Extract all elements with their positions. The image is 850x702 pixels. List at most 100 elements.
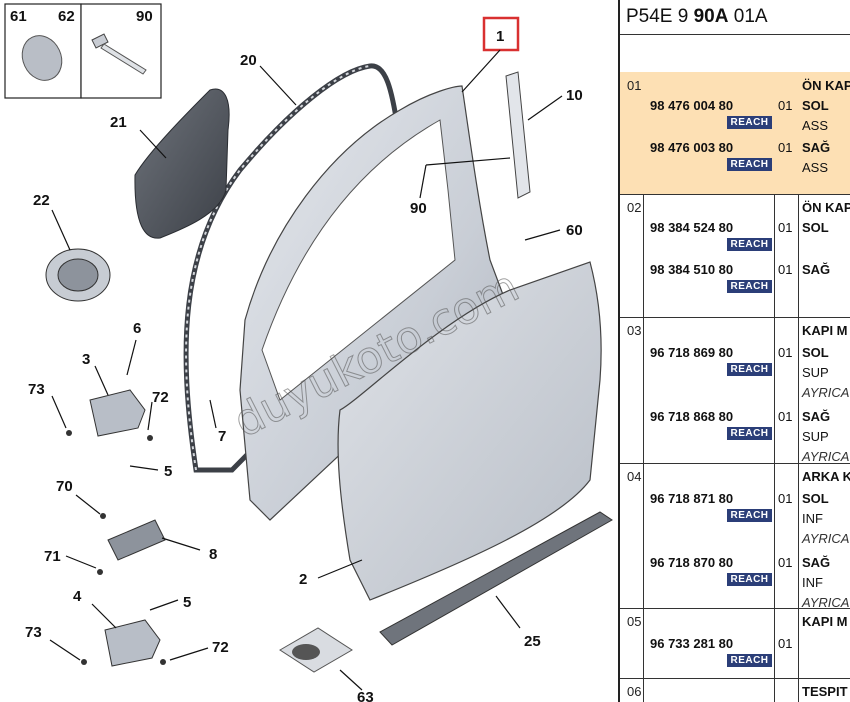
callout-2: 2 — [299, 571, 307, 588]
parts-list-panel: P54E 9 90A 01A 01 ÖN KAP 98 476 004 80 REAC… — [618, 0, 850, 702]
group-title: ÖN KAP — [802, 200, 850, 215]
hinge-upper-3 — [66, 389, 153, 441]
callout-62: 62 — [58, 8, 75, 25]
side-label: SAĞ — [802, 555, 831, 570]
note-label: AYRICA — [802, 595, 850, 610]
variant-label: INF — [802, 511, 823, 526]
callout-25: 25 — [524, 633, 541, 650]
callout-6: 6 — [133, 320, 141, 337]
catalog-code: P54E 9 90A 01A — [620, 0, 850, 35]
part-number[interactable]: 96 733 281 80 — [650, 636, 734, 651]
variant-label: ASS — [802, 160, 829, 175]
quantity: 01 — [778, 262, 793, 277]
reach-badge: REACH — [727, 116, 772, 129]
column-divider — [798, 72, 799, 702]
callout-90: 90 — [136, 8, 153, 25]
parts-group-row[interactable]: 05 KAPI M 96 733 281 80 REACH 01 — [620, 608, 850, 679]
outer-door-skin-2 — [337, 261, 602, 601]
side-label: SOL — [802, 98, 829, 113]
callout-21: 21 — [110, 114, 127, 131]
group-title: TESPIT — [802, 684, 848, 699]
callout-73: 73 — [28, 381, 45, 398]
group-title: KAPI M — [802, 323, 848, 338]
parts-group-row[interactable]: 04 ARKA K 96 718 871 80 REACH 01 SOL INF AYRICA… — [620, 463, 850, 610]
variant-label: SUP — [802, 429, 829, 444]
quantity: 01 — [778, 140, 793, 155]
side-label: SAĞ — [802, 140, 831, 155]
reach-badge: REACH — [727, 280, 772, 293]
group-title: ARKA K — [802, 469, 850, 484]
inner-trim-panel-21 — [134, 88, 230, 239]
callout-72b: 72 — [212, 639, 229, 656]
callout-90b: 90 — [410, 200, 427, 217]
inset-box-61-62 — [4, 3, 82, 99]
part-number[interactable]: 96 718 869 80 — [650, 345, 734, 360]
callout-1[interactable]: 1 — [496, 28, 504, 45]
column-divider — [643, 72, 644, 702]
part-number[interactable]: 98 384 524 80 — [650, 220, 734, 235]
door-check-strap-8 — [97, 513, 166, 575]
part-number[interactable]: 96 718 868 80 — [650, 409, 734, 424]
side-label: SAĞ — [802, 262, 831, 277]
callout-70: 70 — [56, 478, 73, 495]
note-label: AYRICA — [802, 385, 850, 400]
moulding-25 — [379, 511, 613, 646]
reach-badge: REACH — [727, 238, 772, 251]
part-22-ring — [45, 248, 111, 302]
exploded-parts-diagram: 61 62 90 1 10 20 21 22 60 90 6 3 73 72 7… — [4, 0, 619, 702]
part-number[interactable]: 98 384 510 80 — [650, 262, 734, 277]
callout-10: 10 — [566, 87, 583, 104]
panel-subheader — [620, 35, 850, 74]
part-number[interactable]: 98 476 004 80 — [650, 98, 734, 113]
quantity: 01 — [778, 555, 793, 570]
side-label: SOL — [802, 345, 829, 360]
part-number[interactable]: 96 718 870 80 — [650, 555, 734, 570]
part-number[interactable]: 98 476 003 80 — [650, 140, 734, 155]
group-index: 01 — [627, 78, 642, 93]
side-label: SOL — [802, 491, 829, 506]
inset-box-90 — [80, 3, 162, 99]
variant-label: SUP — [802, 365, 829, 380]
callout-72: 72 — [152, 389, 169, 406]
variant-label: INF — [802, 575, 823, 590]
callout-60: 60 — [566, 222, 583, 239]
reach-badge: REACH — [727, 158, 772, 171]
group-index: 05 — [627, 614, 642, 629]
callout-7: 7 — [218, 428, 226, 445]
group-title: ÖN KAP — [802, 78, 850, 93]
reach-badge: REACH — [727, 427, 772, 440]
quantity: 01 — [778, 98, 793, 113]
callout-8: 8 — [209, 546, 217, 563]
group-index: 04 — [627, 469, 642, 484]
hinge-lower-4 — [81, 619, 166, 667]
parts-group-row[interactable]: 03 KAPI M 96 718 869 80 REACH 01 SOL SUP AYRICA… — [620, 317, 850, 464]
callout-3: 3 — [82, 351, 90, 368]
side-label: SAĞ — [802, 409, 831, 424]
part-number[interactable]: 96 718 871 80 — [650, 491, 734, 506]
reach-badge: REACH — [727, 573, 772, 586]
callout-63: 63 — [357, 689, 374, 702]
part-63-sheet — [279, 627, 353, 673]
quantity: 01 — [778, 345, 793, 360]
side-label: SOL — [802, 220, 829, 235]
reach-badge: REACH — [727, 509, 772, 522]
trim-strip-10 — [505, 71, 531, 199]
quantity: 01 — [778, 220, 793, 235]
quantity: 01 — [778, 491, 793, 506]
group-index: 06 — [627, 684, 642, 699]
note-label: AYRICA — [802, 531, 850, 546]
group-index: 03 — [627, 323, 642, 338]
part-1-highlight-box[interactable] — [482, 16, 520, 52]
group-title: KAPI M — [802, 614, 848, 629]
note-label: AYRICA — [802, 449, 850, 464]
column-divider — [774, 72, 775, 702]
parts-group-row[interactable]: 06 TESPIT — [620, 678, 850, 702]
callout-4: 4 — [73, 588, 82, 605]
quantity: 01 — [778, 636, 793, 651]
callout-61: 61 — [10, 8, 27, 25]
reach-badge: REACH — [727, 363, 772, 376]
variant-label: ASS — [802, 118, 829, 133]
reach-badge: REACH — [727, 654, 772, 667]
